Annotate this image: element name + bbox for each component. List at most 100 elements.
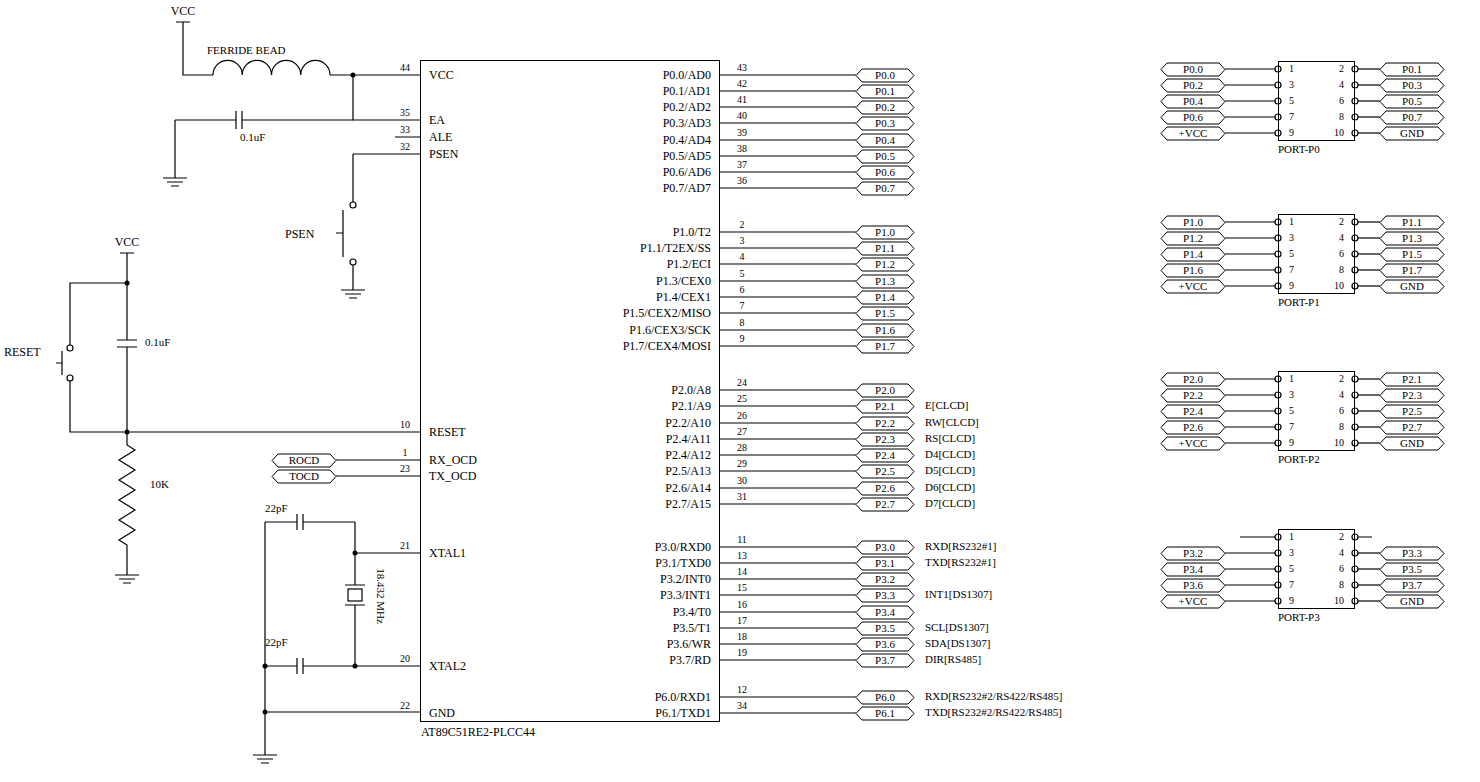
wire-connector: [720, 389, 856, 390]
net-flag: P0.2: [856, 101, 914, 114]
pin-name: P6.0/RXD1: [655, 690, 711, 704]
pin-number: 6: [1339, 95, 1344, 107]
wire-connector: [1225, 68, 1278, 69]
pin-circle: [1352, 550, 1358, 556]
net-flag: P2.0: [856, 384, 914, 397]
pin-name: P3.6/WR: [667, 637, 711, 651]
pin-name: P0.5/AD5: [663, 149, 711, 163]
flag-outline: [1380, 248, 1444, 261]
pin-number: 39: [737, 127, 747, 138]
net-flag: P0.2: [1161, 79, 1225, 92]
net-flag: P2.1: [856, 400, 914, 413]
net-name: +VCC: [1179, 280, 1208, 293]
wiring: [56, 22, 1372, 763]
pin-number: 16: [737, 599, 747, 610]
net-flag: P1.1: [1380, 216, 1444, 229]
flag-outline: [1161, 437, 1225, 450]
pin-name: VCC: [429, 68, 454, 82]
component-label: 22pF: [265, 502, 288, 514]
flag-outline: [1380, 216, 1444, 229]
pin-number: 9: [1289, 127, 1294, 139]
connector-name: PORT-P0: [1278, 143, 1320, 156]
microcontroller-chip: VCCEAALEPSENRESETRX_OCDTX_OCDXTAL1XTAL2G…: [420, 60, 720, 722]
pin-circle: [1352, 82, 1358, 88]
pin-name: P0.7/AD7: [663, 181, 711, 195]
net-name: GND: [1400, 127, 1424, 140]
flag-outline: [1380, 389, 1444, 402]
pin-number: 43: [737, 62, 747, 73]
wire-connector: [1225, 584, 1278, 585]
pin-number: 2: [1339, 373, 1344, 385]
wire-connector: [720, 139, 856, 140]
net-flag: P0.1: [856, 85, 914, 98]
wire-connector: [720, 627, 856, 628]
pin-number: 4: [1339, 389, 1344, 401]
pin-circle: [1352, 566, 1358, 572]
pin-name: P1.7/CEX4/MOSI: [623, 339, 711, 353]
wire-connector: [1225, 600, 1278, 601]
capacitor-symbol: [297, 514, 303, 530]
net-flag: P3.3: [1380, 547, 1444, 560]
net-flag: ROCD: [272, 454, 336, 467]
wire-connector: [720, 546, 856, 547]
pin-name: P6.1/TXD1: [655, 706, 711, 720]
net-name: P0.6: [875, 166, 895, 179]
net-flag: P0.4: [1161, 95, 1225, 108]
junction-dot: [263, 710, 268, 715]
pin-circle: [1352, 283, 1358, 289]
net-flag: P1.6: [1161, 264, 1225, 277]
component-label: 22pF: [265, 636, 288, 648]
net-flag: P1.0: [1161, 216, 1225, 229]
net-flag: P2.6: [1161, 421, 1225, 434]
net-flag: P3.5: [856, 622, 914, 635]
pin-circle: [1352, 114, 1358, 120]
wire-connector: [720, 659, 856, 660]
pin-header: 12345678910PORT-P2: [1278, 371, 1355, 451]
pin-name: ALE: [429, 130, 452, 144]
flag-outline: [1380, 579, 1444, 592]
wire-connector: [1355, 84, 1380, 85]
net-flag: GND: [1380, 127, 1444, 140]
net-flag: P2.4: [856, 449, 914, 462]
pin-circle: [1352, 598, 1358, 604]
pin-number: 26: [737, 410, 747, 421]
wire: [353, 154, 420, 290]
signal-name: D4[CLCD]: [925, 448, 975, 460]
flag-outline: [856, 417, 914, 430]
pin-number: 40: [737, 110, 747, 121]
net-name: P0.5: [1402, 95, 1422, 108]
pin-number: 25: [737, 393, 747, 404]
net-name: P1.1: [1402, 216, 1422, 229]
flag-outline: [1380, 421, 1444, 434]
switch-contact: [350, 259, 356, 265]
signal-name: E[CLCD]: [925, 399, 968, 411]
pin-name: P0.6/AD6: [663, 165, 711, 179]
net-flag: P1.3: [1380, 232, 1444, 245]
wire-connector: [720, 487, 856, 488]
wire-connector: [1355, 221, 1380, 222]
flag-outline: [856, 340, 914, 353]
flag-outline: [856, 638, 914, 651]
net-name: P0.5: [875, 150, 895, 163]
pin-number: 9: [1289, 595, 1294, 607]
net-name: P2.2: [1183, 389, 1203, 402]
pin-name: P1.2/ECI: [667, 257, 711, 271]
pin-name: P2.4/A11: [666, 432, 711, 446]
component-label: RESET: [4, 346, 41, 359]
wire-connector: [1355, 584, 1380, 585]
pin-number: 29: [737, 458, 747, 469]
pin-number: 10: [1334, 127, 1344, 139]
net-flag: P0.1: [1380, 63, 1444, 76]
wire-connector: [336, 459, 420, 460]
flag-outline: [1161, 248, 1225, 261]
flag-outline: [856, 622, 914, 635]
pin-number: 1: [1289, 373, 1294, 385]
net-name: P2.5: [1402, 405, 1422, 418]
net-name: P1.5: [1402, 248, 1422, 261]
pin-number: 7: [1289, 579, 1294, 591]
wire-connector: [720, 122, 856, 123]
pin-number: 41: [737, 94, 747, 105]
pin-number: 11: [737, 534, 747, 545]
wire-connector: [1355, 568, 1380, 569]
wire-connector: [1225, 426, 1278, 427]
